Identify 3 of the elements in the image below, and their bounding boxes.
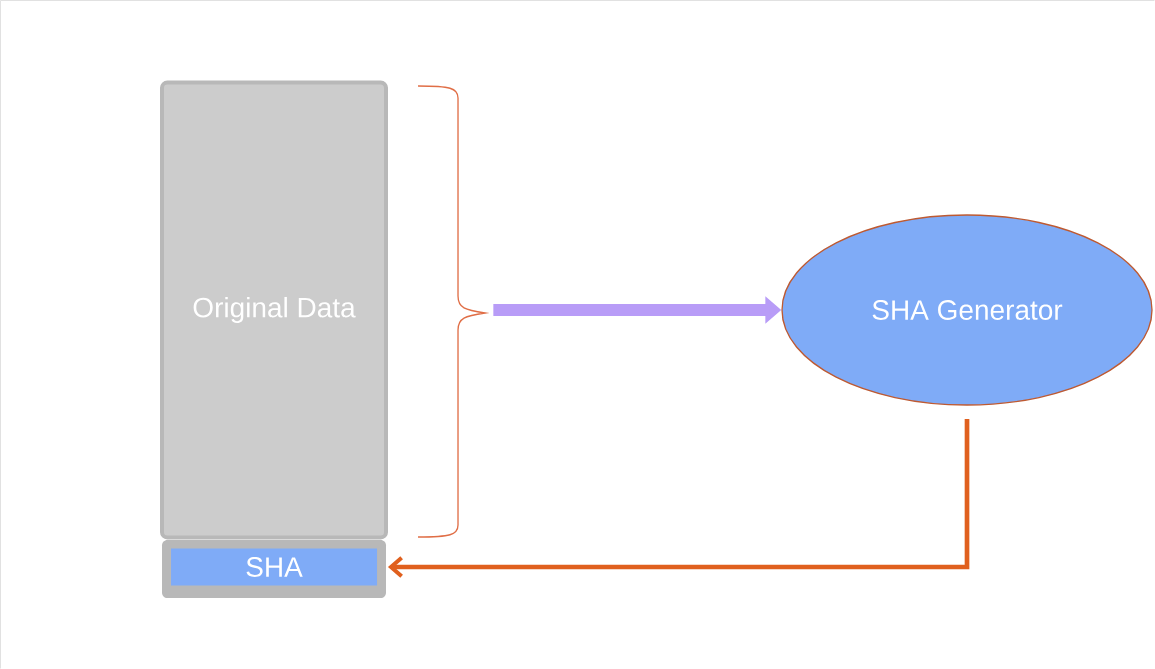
hash-block: SHA	[162, 540, 386, 598]
node-label: SHA	[246, 557, 303, 577]
arrow	[387, 419, 970, 578]
